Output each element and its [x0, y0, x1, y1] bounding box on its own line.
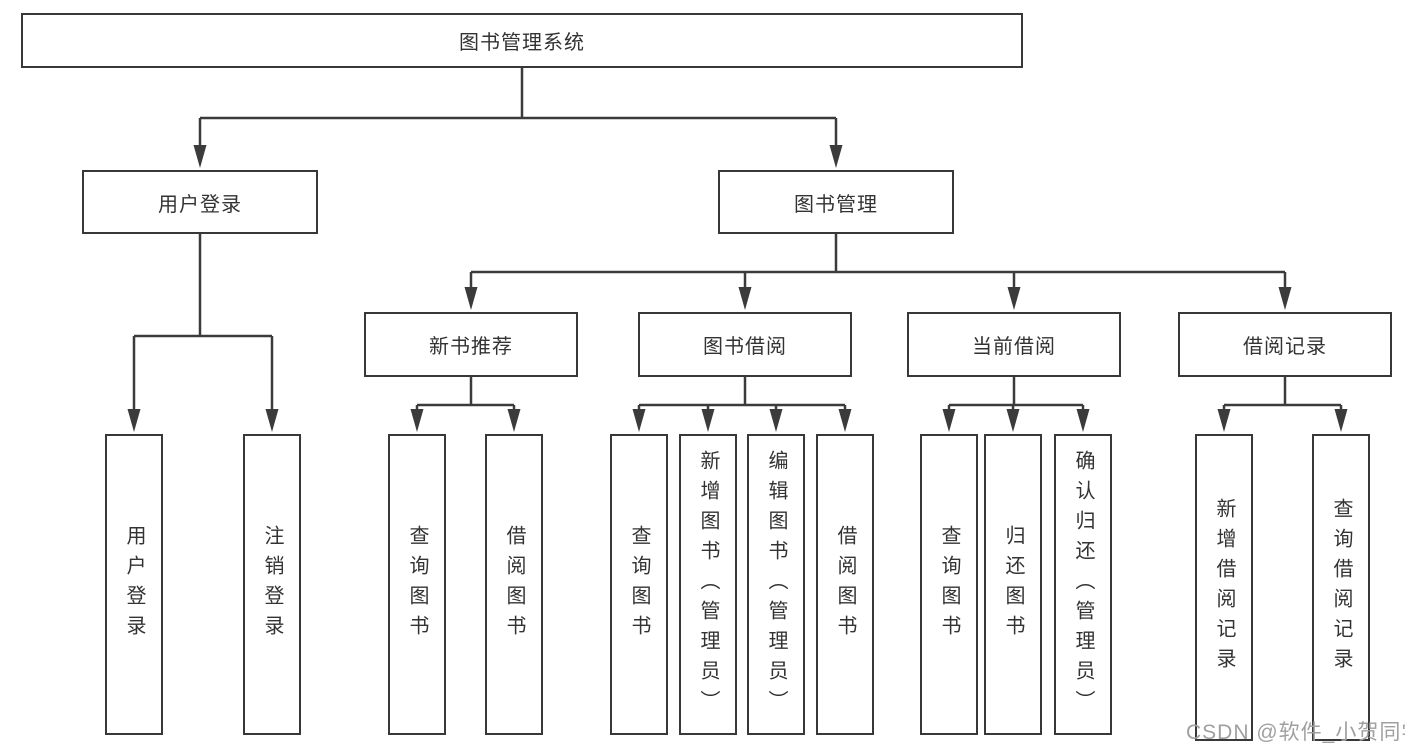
node-book-management-label: 图书管理 — [794, 193, 878, 216]
node-current-borrowing-label: 当前借阅 — [972, 336, 1056, 358]
node-new-book-recommend: 新书推荐 — [364, 312, 578, 377]
node-borrowing-records-label: 借阅记录 — [1243, 336, 1327, 358]
leaf-user-login-label: 用户登录 — [123, 524, 145, 645]
node-user-login: 用户登录 — [82, 170, 318, 234]
leaf-bb-edit-books-admin-label: 编辑图书（管理员） — [765, 449, 787, 720]
node-borrowing-records: 借阅记录 — [1178, 312, 1392, 377]
leaf-bb-query-books: 查询图书 — [610, 434, 668, 735]
leaf-br-query-record-label: 查询借阅记录 — [1330, 497, 1352, 678]
leaf-bb-query-books-label: 查询图书 — [628, 524, 650, 645]
leaf-bb-edit-books-admin: 编辑图书（管理员） — [747, 434, 805, 735]
leaf-cb-query-books-label: 查询图书 — [938, 524, 960, 645]
leaf-nb-query-books: 查询图书 — [388, 434, 446, 735]
node-user-login-label: 用户登录 — [158, 193, 242, 216]
leaf-cb-query-books: 查询图书 — [920, 434, 978, 735]
leaf-nb-borrow-books: 借阅图书 — [485, 434, 543, 735]
leaf-nb-query-books-label: 查询图书 — [406, 524, 428, 645]
leaf-cb-confirm-return-admin-label: 确认归还（管理员） — [1072, 449, 1094, 720]
node-book-borrowing-label: 图书借阅 — [703, 336, 787, 358]
leaf-cb-return-books-label: 归还图书 — [1002, 524, 1024, 645]
leaf-bb-add-books-admin: 新增图书（管理员） — [679, 434, 737, 735]
leaf-bb-borrow-books: 借阅图书 — [816, 434, 874, 735]
node-root-label: 图书管理系统 — [459, 32, 585, 54]
leaf-nb-borrow-books-label: 借阅图书 — [503, 524, 525, 645]
node-root: 图书管理系统 — [21, 13, 1023, 68]
leaf-user-login: 用户登录 — [105, 434, 163, 735]
leaf-br-add-record-label: 新增借阅记录 — [1213, 497, 1235, 678]
leaf-bb-borrow-books-label: 借阅图书 — [834, 524, 856, 645]
node-book-management: 图书管理 — [718, 170, 954, 234]
leaf-br-query-record: 查询借阅记录 — [1312, 434, 1370, 741]
csdn-watermark: CSDN @软件_小贺同学 — [1186, 721, 1405, 744]
leaf-br-add-record: 新增借阅记录 — [1195, 434, 1253, 741]
leaf-bb-add-books-admin-label: 新增图书（管理员） — [697, 449, 719, 720]
leaf-cb-confirm-return-admin: 确认归还（管理员） — [1054, 434, 1112, 735]
leaf-logout: 注销登录 — [243, 434, 301, 735]
node-new-book-recommend-label: 新书推荐 — [429, 336, 513, 358]
node-book-borrowing: 图书借阅 — [638, 312, 852, 377]
leaf-logout-label: 注销登录 — [261, 524, 283, 645]
node-current-borrowing: 当前借阅 — [907, 312, 1121, 377]
leaf-cb-return-books: 归还图书 — [984, 434, 1042, 735]
